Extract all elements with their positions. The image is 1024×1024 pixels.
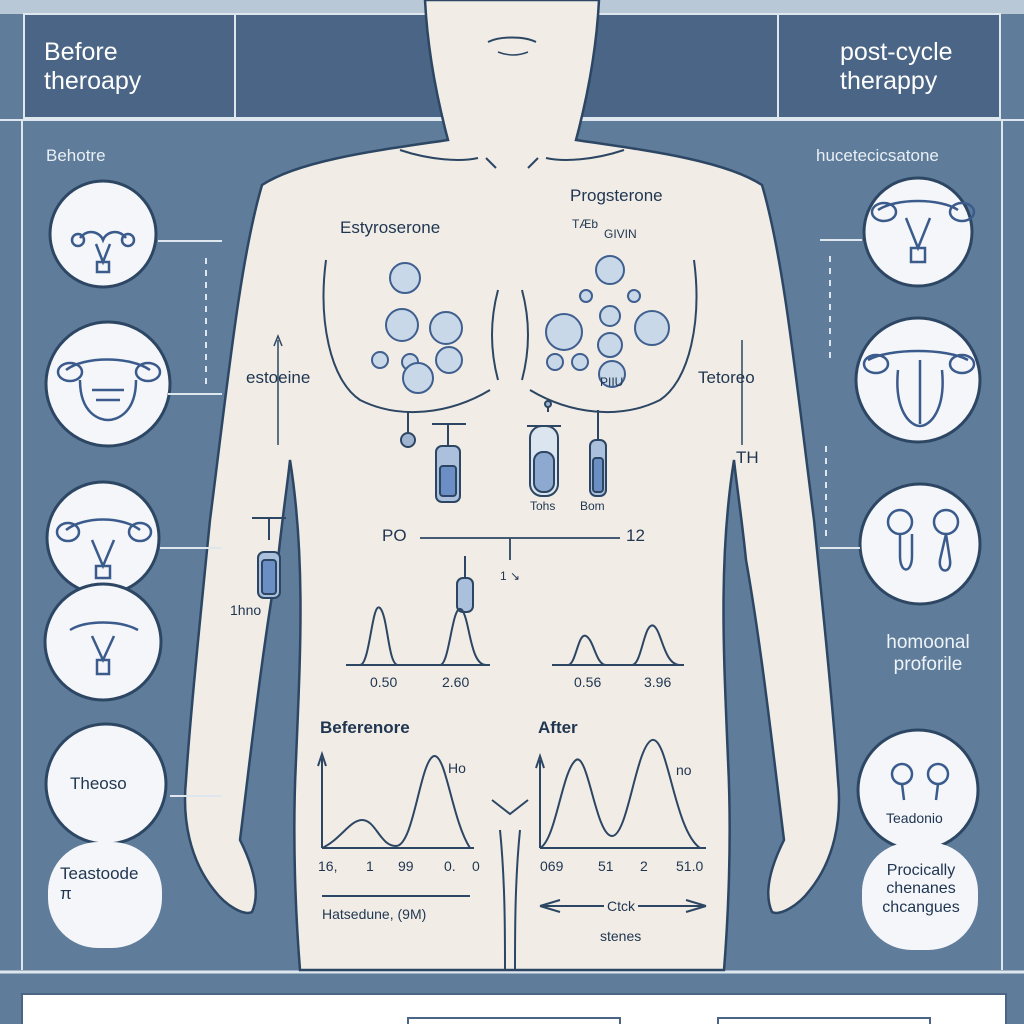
footer-tab-left (407, 1017, 621, 1024)
tube-left-caption: Tohs (530, 499, 556, 513)
peak-right-tick-1: 0.56 (574, 674, 602, 690)
leg-gap (499, 829, 506, 971)
graph-before-title: Beferenore (320, 718, 410, 737)
graph-before-axis-caption: Hatsedune, (9M) (322, 906, 427, 922)
label-side-left: estoeine (246, 368, 311, 387)
left-circle-2 (44, 320, 172, 448)
label-chest-right-small-2: GIVIN (604, 227, 637, 241)
groin-mark (491, 799, 529, 816)
vial-left (432, 423, 466, 503)
peak-left-tick-2: 2.60 (442, 674, 470, 690)
chest-right-contour (529, 259, 698, 414)
peak-chart-left (346, 606, 490, 666)
graph-before-tick-1: 16, (318, 858, 338, 874)
graph-before-tick-2: 1 (366, 858, 374, 874)
graph-after-tick-1: 069 (540, 858, 564, 874)
graph-after-tick-3: 2 (640, 858, 648, 874)
left-circle-4 (43, 582, 163, 702)
graph-after-peak-label: no (676, 762, 692, 778)
sternum-left (491, 289, 499, 381)
graph-before-tick-4: 0. (444, 858, 456, 874)
uterus-icon-left-4 (69, 621, 139, 676)
syringe-right (589, 410, 607, 497)
body-silhouette (183, 0, 841, 972)
ovary-icon-right (886, 508, 960, 572)
label-chest-right-small-3: PIIU (600, 375, 624, 389)
ovary-icon-right-2 (890, 762, 950, 801)
right-circle-4 (856, 728, 980, 852)
right-label-top: hucetecicsatone (816, 146, 939, 165)
syringe-left-caption: 1hno (230, 602, 262, 618)
label-side-right: Tetoreo (698, 368, 755, 387)
tube-right-caption: Bom (580, 499, 605, 513)
syringe-left (252, 517, 286, 599)
label-chest-left: Estyroserone (340, 218, 441, 237)
right-circle-2 (854, 316, 982, 444)
left-column (43, 179, 222, 948)
label-chest-right-small-1: TÆb (572, 217, 599, 231)
peak-right-tick-2: 3.96 (644, 674, 672, 690)
graph-before-peak-label: Ho (448, 760, 466, 776)
axis-left-label: PO (382, 526, 407, 545)
chest-left-contour (322, 259, 491, 414)
axis-mid-label: 1 ↘ (500, 569, 521, 583)
label-chest-right: Progsterone (570, 186, 663, 205)
uterus-icon-right-1 (870, 199, 976, 264)
cells-left (371, 262, 463, 394)
leg-gap-2 (514, 829, 521, 971)
uterus-icon-left-1 (70, 230, 136, 274)
test-tube (527, 425, 561, 497)
graph-before-tick-3: 99 (398, 858, 414, 874)
cells-right (545, 255, 670, 388)
mouth (487, 36, 537, 43)
clavicle-right (545, 149, 625, 161)
neck-notch-right (527, 157, 539, 169)
measure-axis (420, 537, 620, 560)
left-circle-1 (48, 179, 158, 289)
axis-right-label: 12 (626, 526, 645, 545)
syringe-mid (456, 556, 474, 613)
right-circle-3 (858, 482, 982, 606)
uterus-icon-left-2 (56, 358, 162, 422)
uterus-icon-left-3 (55, 518, 153, 580)
clavicle-left (399, 149, 479, 161)
graph-after-tick-4: 51.0 (676, 858, 704, 874)
uterus-icon-right-2 (862, 349, 976, 428)
peak-chart-right (552, 624, 684, 666)
graph-before-lines (317, 750, 474, 897)
right-pill (862, 842, 978, 950)
graph-after-tick-2: 51 (598, 858, 614, 874)
sternum-right (521, 289, 529, 381)
graph-before-tick-5: 0 (472, 858, 480, 874)
peak-left-tick-1: 0.50 (370, 674, 398, 690)
right-circle-text: Teadonio (886, 810, 943, 826)
droplets (400, 400, 552, 448)
side-arrows (273, 333, 743, 445)
left-circle-text: Theoso (70, 774, 127, 793)
neck-notch-left (485, 157, 497, 169)
left-label-top: Behotre (46, 146, 106, 165)
footer-tab-right (717, 1017, 931, 1024)
right-circle-1 (862, 176, 974, 288)
label-th: TH (736, 448, 759, 467)
chin (497, 51, 529, 56)
graph-after-caption: stenes (600, 928, 642, 944)
graph-after-title: After (538, 718, 578, 737)
graph-after-arrow-text: Ctck (604, 898, 638, 915)
left-pill (48, 842, 162, 948)
